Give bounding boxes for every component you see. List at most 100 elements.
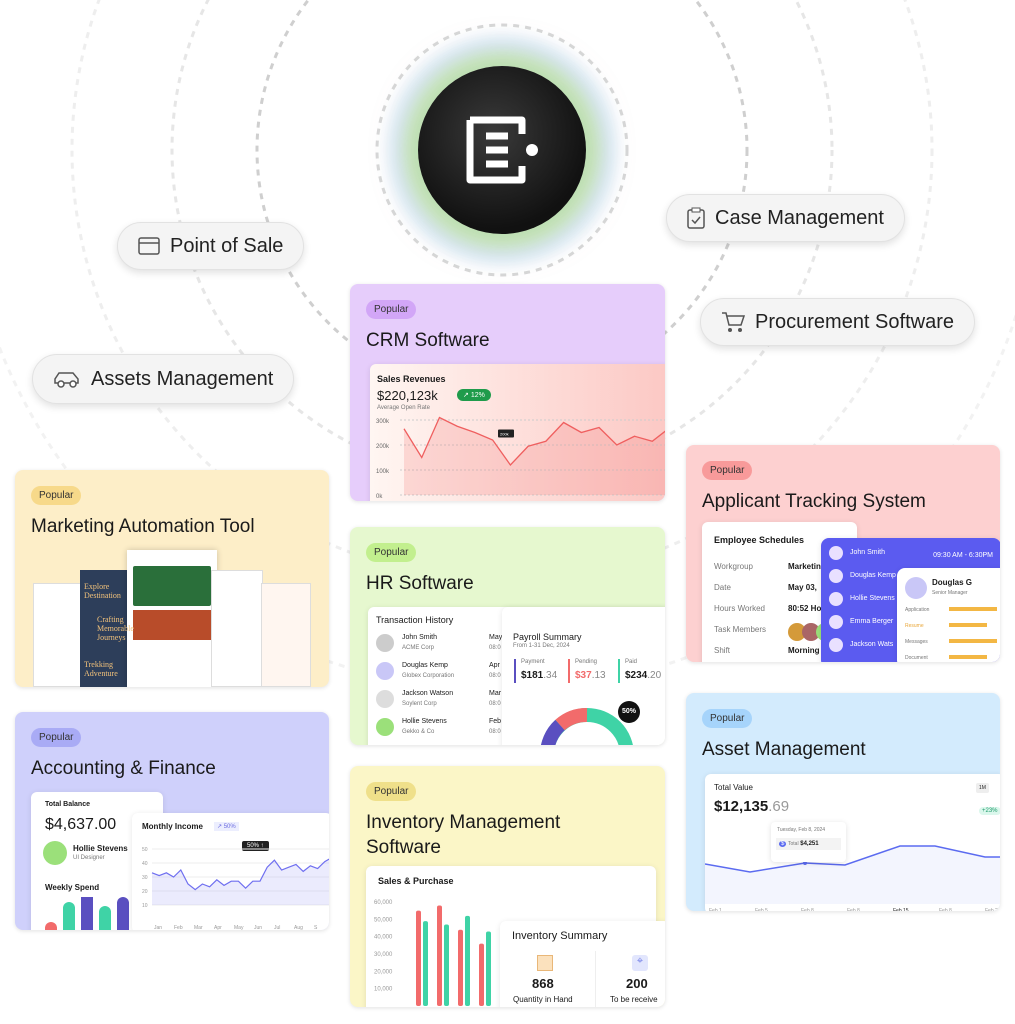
field-label: Hours Worked bbox=[714, 604, 765, 613]
popular-badge: Popular bbox=[702, 709, 753, 728]
panel-title: Sales Revenues bbox=[377, 374, 446, 384]
x-tick-label: Apr bbox=[214, 925, 222, 930]
candidate-name: Douglas G bbox=[932, 578, 973, 587]
x-tick-label: Feb 2 bbox=[985, 908, 998, 911]
range-1m-button[interactable]: 1M bbox=[976, 783, 989, 793]
box-icon bbox=[537, 955, 553, 971]
x-tick-label: Mar bbox=[194, 925, 203, 930]
card-applicant-tracking[interactable]: Popular Applicant Tracking System Employ… bbox=[686, 445, 1000, 662]
avatar bbox=[829, 638, 843, 652]
revenue-value: $220,123k bbox=[377, 388, 438, 403]
chart-tooltip: Tuesday, Feb 8, 2024 $ Total $4,251 bbox=[771, 822, 846, 862]
popular-badge: Popular bbox=[366, 782, 417, 801]
sales-bar bbox=[416, 910, 421, 1006]
panel-title: Payroll Summary bbox=[513, 632, 582, 642]
popular-badge: Popular bbox=[31, 486, 82, 505]
pill-procurement-software[interactable]: Procurement Software bbox=[700, 298, 975, 346]
thumb-heading: Crafting Memorable Journeys bbox=[97, 615, 134, 642]
pill-case-management[interactable]: Case Management bbox=[666, 194, 905, 242]
series-line bbox=[151, 858, 329, 891]
row-org: Gekko & Co bbox=[402, 729, 435, 735]
user-role: UI Designer bbox=[73, 855, 105, 861]
row-name: Jackson Watson bbox=[402, 690, 454, 697]
payroll-summary-panel: Payroll Summary From 1-31 Dec, 2024 Paym… bbox=[502, 607, 665, 745]
row-date: Apr bbox=[489, 662, 500, 669]
sales-revenue-panel: Sales Revenues $220,123k ↗ 12% Average O… bbox=[370, 364, 665, 501]
profile-item[interactable]: Application bbox=[905, 607, 930, 613]
popular-badge: Popular bbox=[31, 728, 82, 747]
balance-label: Total Balance bbox=[45, 801, 90, 808]
purchase-bar bbox=[444, 924, 449, 1006]
profile-item[interactable]: Document bbox=[905, 655, 928, 661]
change-badge: ↗ 12% bbox=[457, 389, 491, 401]
y-tick-label: 200k bbox=[376, 444, 390, 450]
avatar bbox=[376, 662, 394, 680]
staff-name: Emma Berger bbox=[850, 618, 894, 625]
profile-item[interactable]: Messages bbox=[905, 639, 928, 645]
row-date: Mar bbox=[489, 690, 502, 697]
avatar bbox=[829, 546, 843, 560]
profile-item[interactable]: Resume bbox=[905, 623, 924, 629]
avatar bbox=[905, 577, 927, 599]
panel-title: Total Value bbox=[714, 783, 753, 792]
inventory-summary-panel: Inventory Summary 868 Quantity in Hand ⌖… bbox=[500, 921, 665, 1007]
popular-badge: Popular bbox=[366, 300, 417, 319]
x-tick-label: Jun bbox=[254, 925, 262, 930]
field-label: Task Members bbox=[714, 625, 767, 634]
y-tick-label: 0k bbox=[376, 494, 383, 500]
pill-assets-management[interactable]: Assets Management bbox=[32, 354, 295, 404]
card-asset-management[interactable]: Popular Asset Management Total Value $12… bbox=[686, 693, 1000, 911]
y-tick-label: 50,000 bbox=[374, 917, 393, 923]
field-label: Date bbox=[714, 583, 731, 592]
card-hr-software[interactable]: Popular HR Software Transaction History … bbox=[350, 527, 665, 745]
field-label: Shift bbox=[714, 646, 731, 655]
row-time: 08:0 bbox=[489, 645, 501, 651]
area-fill bbox=[404, 417, 665, 495]
panel-title: Monthly Income bbox=[142, 822, 203, 831]
tooltip-box bbox=[498, 429, 514, 438]
total-value-cents: .69 bbox=[768, 798, 790, 815]
pill-label: Procurement Software bbox=[755, 310, 954, 333]
progress-bar bbox=[949, 607, 997, 611]
spend-bar bbox=[117, 897, 129, 930]
selected-point bbox=[803, 861, 807, 865]
avatar bbox=[829, 592, 843, 606]
staff-name: John Smith bbox=[850, 549, 886, 556]
x-tick-label: Feb 1 bbox=[709, 908, 722, 911]
purchase-bar bbox=[486, 931, 491, 1006]
card-crm-software[interactable]: Popular CRM Software Sales Revenues $220… bbox=[350, 284, 665, 501]
date-range: From 1-31 Dec, 2024 bbox=[513, 643, 570, 649]
panel-title: Transaction History bbox=[376, 615, 454, 625]
row-org: Soylent Corp bbox=[402, 701, 437, 707]
card-title: Asset Management bbox=[702, 739, 866, 760]
avatar bbox=[376, 634, 394, 652]
row-date: Feb bbox=[489, 718, 502, 725]
email-template-thumb bbox=[261, 583, 311, 687]
row-time: 08:0 bbox=[489, 701, 501, 707]
card-inventory-management[interactable]: Popular Inventory Management Software Sa… bbox=[350, 766, 665, 1007]
receive-value: 200 bbox=[626, 976, 648, 991]
row-time: 08:0 bbox=[489, 673, 501, 679]
field-value: Morning bbox=[788, 646, 820, 655]
pill-point-of-sale[interactable]: Point of Sale bbox=[117, 222, 305, 270]
sales-bar bbox=[437, 905, 442, 1006]
email-template-thumb bbox=[127, 550, 217, 687]
avatar bbox=[376, 690, 394, 708]
area-fill bbox=[152, 859, 329, 905]
avatar bbox=[829, 569, 843, 583]
purchase-bar bbox=[465, 915, 470, 1006]
card-accounting-finance[interactable]: Popular Accounting & Finance Total Balan… bbox=[15, 712, 329, 930]
payroll-donut-chart bbox=[541, 708, 633, 745]
card-marketing-automation[interactable]: Popular Marketing Automation Tool Explor… bbox=[15, 470, 329, 687]
row-org: ACME Corp bbox=[402, 645, 435, 651]
card-title: Marketing Automation Tool bbox=[31, 516, 255, 537]
field-value: 80:52 Ho bbox=[788, 604, 822, 613]
y-tick-label: 10,000 bbox=[374, 987, 393, 993]
x-tick-label: Feb 8 bbox=[801, 908, 814, 911]
weekly-spend-label: Weekly Spend bbox=[45, 883, 100, 892]
series-line bbox=[705, 845, 1000, 873]
